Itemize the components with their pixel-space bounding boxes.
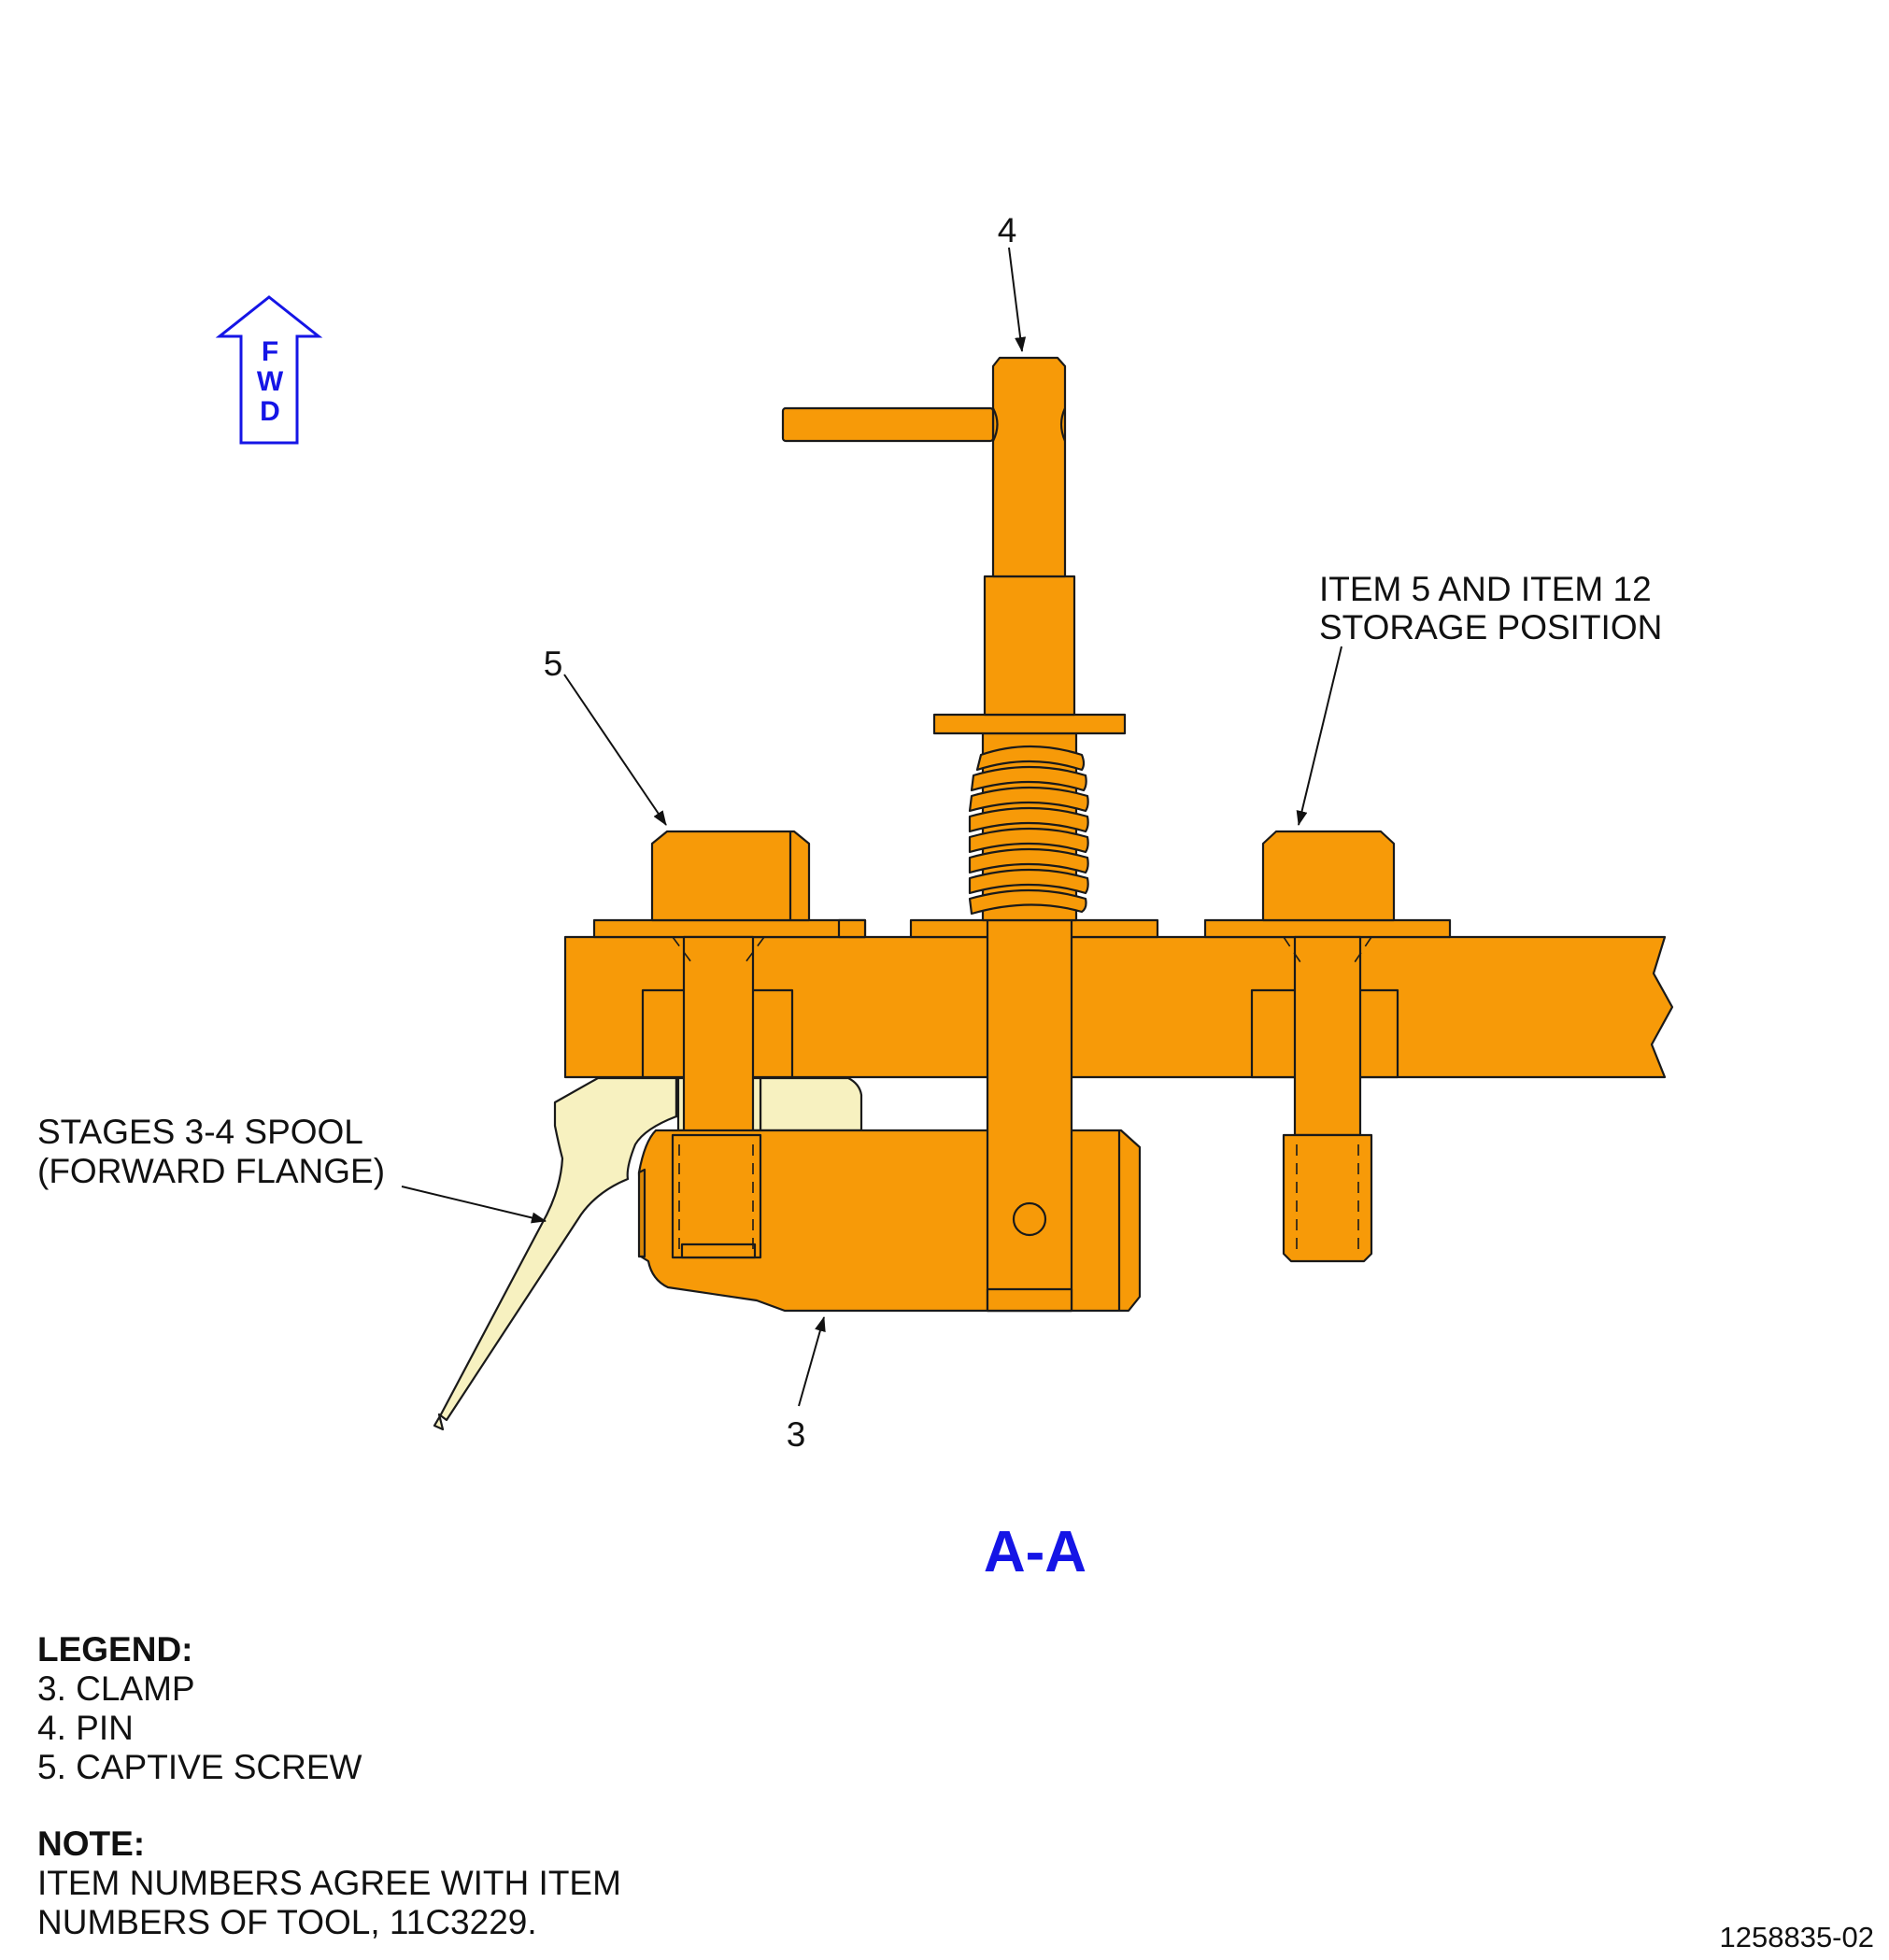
storage-screw xyxy=(1261,830,1396,1263)
callout-pin: 4 xyxy=(998,211,1017,249)
legend-note-block: LEGEND: 3. CLAMP 4. PIN 5. CAPTIVE SCREW… xyxy=(37,1630,878,1942)
leader-spool xyxy=(401,1186,547,1224)
callout-captive-screw: 5 xyxy=(544,645,563,683)
figure-number: 1258835-02 xyxy=(1719,1921,1875,1953)
legend-spacer xyxy=(37,1787,878,1825)
note-line2: NUMBERS OF TOOL, 11C3229. xyxy=(37,1903,537,1941)
legend-item-pin: 4. PIN xyxy=(37,1709,134,1747)
leader-pin xyxy=(1008,247,1027,352)
legend-heading: LEGEND: xyxy=(37,1630,193,1669)
callout-storage-line1: ITEM 5 AND ITEM 12 xyxy=(1319,570,1652,608)
note-line1: ITEM NUMBERS AGREE WITH ITEM xyxy=(37,1864,621,1902)
fwd-arrow-icon: F W D xyxy=(215,295,323,445)
captive-screw xyxy=(650,830,811,1137)
pin-spring xyxy=(968,731,1089,922)
callout-storage-line2: STORAGE POSITION xyxy=(1319,608,1662,646)
note-heading: NOTE: xyxy=(37,1825,146,1863)
fwd-letter-w: W xyxy=(257,366,284,397)
leader-clamp xyxy=(798,1316,826,1407)
callout-spool-line1: STAGES 3-4 SPOOL xyxy=(37,1113,363,1151)
leader-storage xyxy=(1296,646,1342,826)
callout-clamp: 3 xyxy=(787,1415,806,1454)
callout-spool-line2: (FORWARD FLANGE) xyxy=(37,1152,385,1190)
fwd-letter-d: D xyxy=(260,396,280,427)
fwd-arrow-outline xyxy=(215,295,323,445)
legend-item-captive-screw: 5. CAPTIVE SCREW xyxy=(37,1748,362,1786)
fwd-letter-f: F xyxy=(262,336,278,367)
view-title: A-A xyxy=(984,1520,1087,1584)
legend-item-clamp: 3. CLAMP xyxy=(37,1669,195,1708)
leader-captive-screw xyxy=(563,674,667,826)
pin xyxy=(781,356,1127,1313)
